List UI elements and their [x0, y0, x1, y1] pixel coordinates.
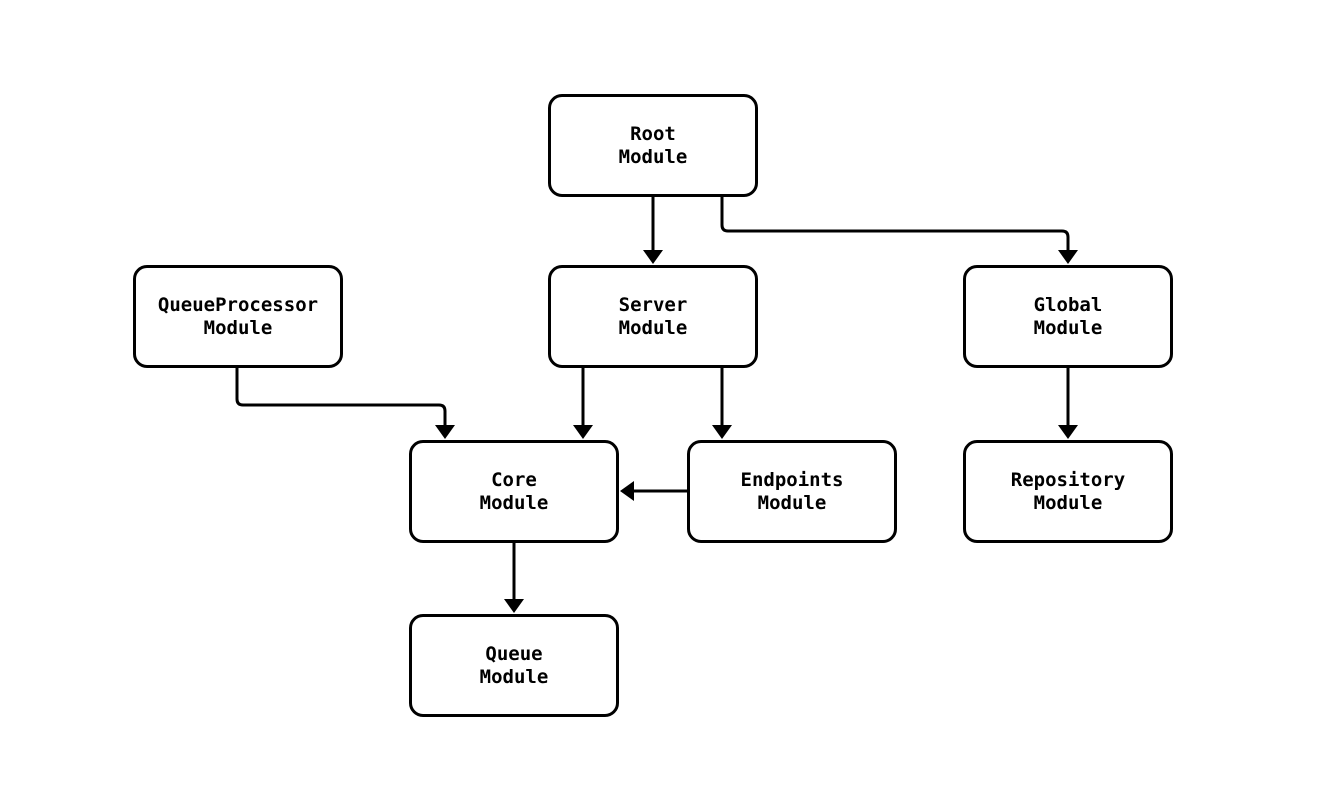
node-queue[interactable]: Queue Module: [409, 614, 619, 717]
node-root-label: Root Module: [618, 122, 688, 168]
node-core-label: Core Module: [479, 468, 549, 514]
edge-root-to-server: [643, 197, 663, 264]
node-repository[interactable]: Repository Module: [963, 440, 1173, 543]
node-queue-label: Queue Module: [479, 642, 549, 688]
edge-server-to-endpoints: [712, 368, 732, 439]
arrowhead: [1058, 425, 1078, 439]
arrowhead: [712, 425, 732, 439]
node-server[interactable]: Server Module: [548, 265, 758, 368]
edge-root-to-global: [720, 197, 1078, 264]
arrowhead: [573, 425, 593, 439]
node-repository-label: Repository Module: [1010, 468, 1126, 514]
edge-queueprocessor-to-core: [235, 368, 455, 439]
node-queueprocessor[interactable]: QueueProcessor Module: [133, 265, 343, 368]
arrowhead: [435, 425, 455, 439]
edge-core-to-queue: [504, 543, 524, 613]
arrowhead: [620, 481, 634, 501]
node-server-label: Server Module: [618, 293, 688, 339]
edge-global-to-repository: [1058, 368, 1078, 439]
node-core[interactable]: Core Module: [409, 440, 619, 543]
arrowhead: [504, 599, 524, 613]
node-global-label: Global Module: [1033, 293, 1103, 339]
node-global[interactable]: Global Module: [963, 265, 1173, 368]
edge-server-to-core: [573, 368, 593, 439]
node-endpoints[interactable]: Endpoints Module: [687, 440, 897, 543]
edge-endpoints-to-core: [620, 481, 687, 501]
arrowhead: [1058, 250, 1078, 264]
arrowhead: [643, 250, 663, 264]
node-root[interactable]: Root Module: [548, 94, 758, 197]
node-queueprocessor-label: QueueProcessor Module: [157, 293, 319, 339]
node-endpoints-label: Endpoints Module: [740, 468, 844, 514]
